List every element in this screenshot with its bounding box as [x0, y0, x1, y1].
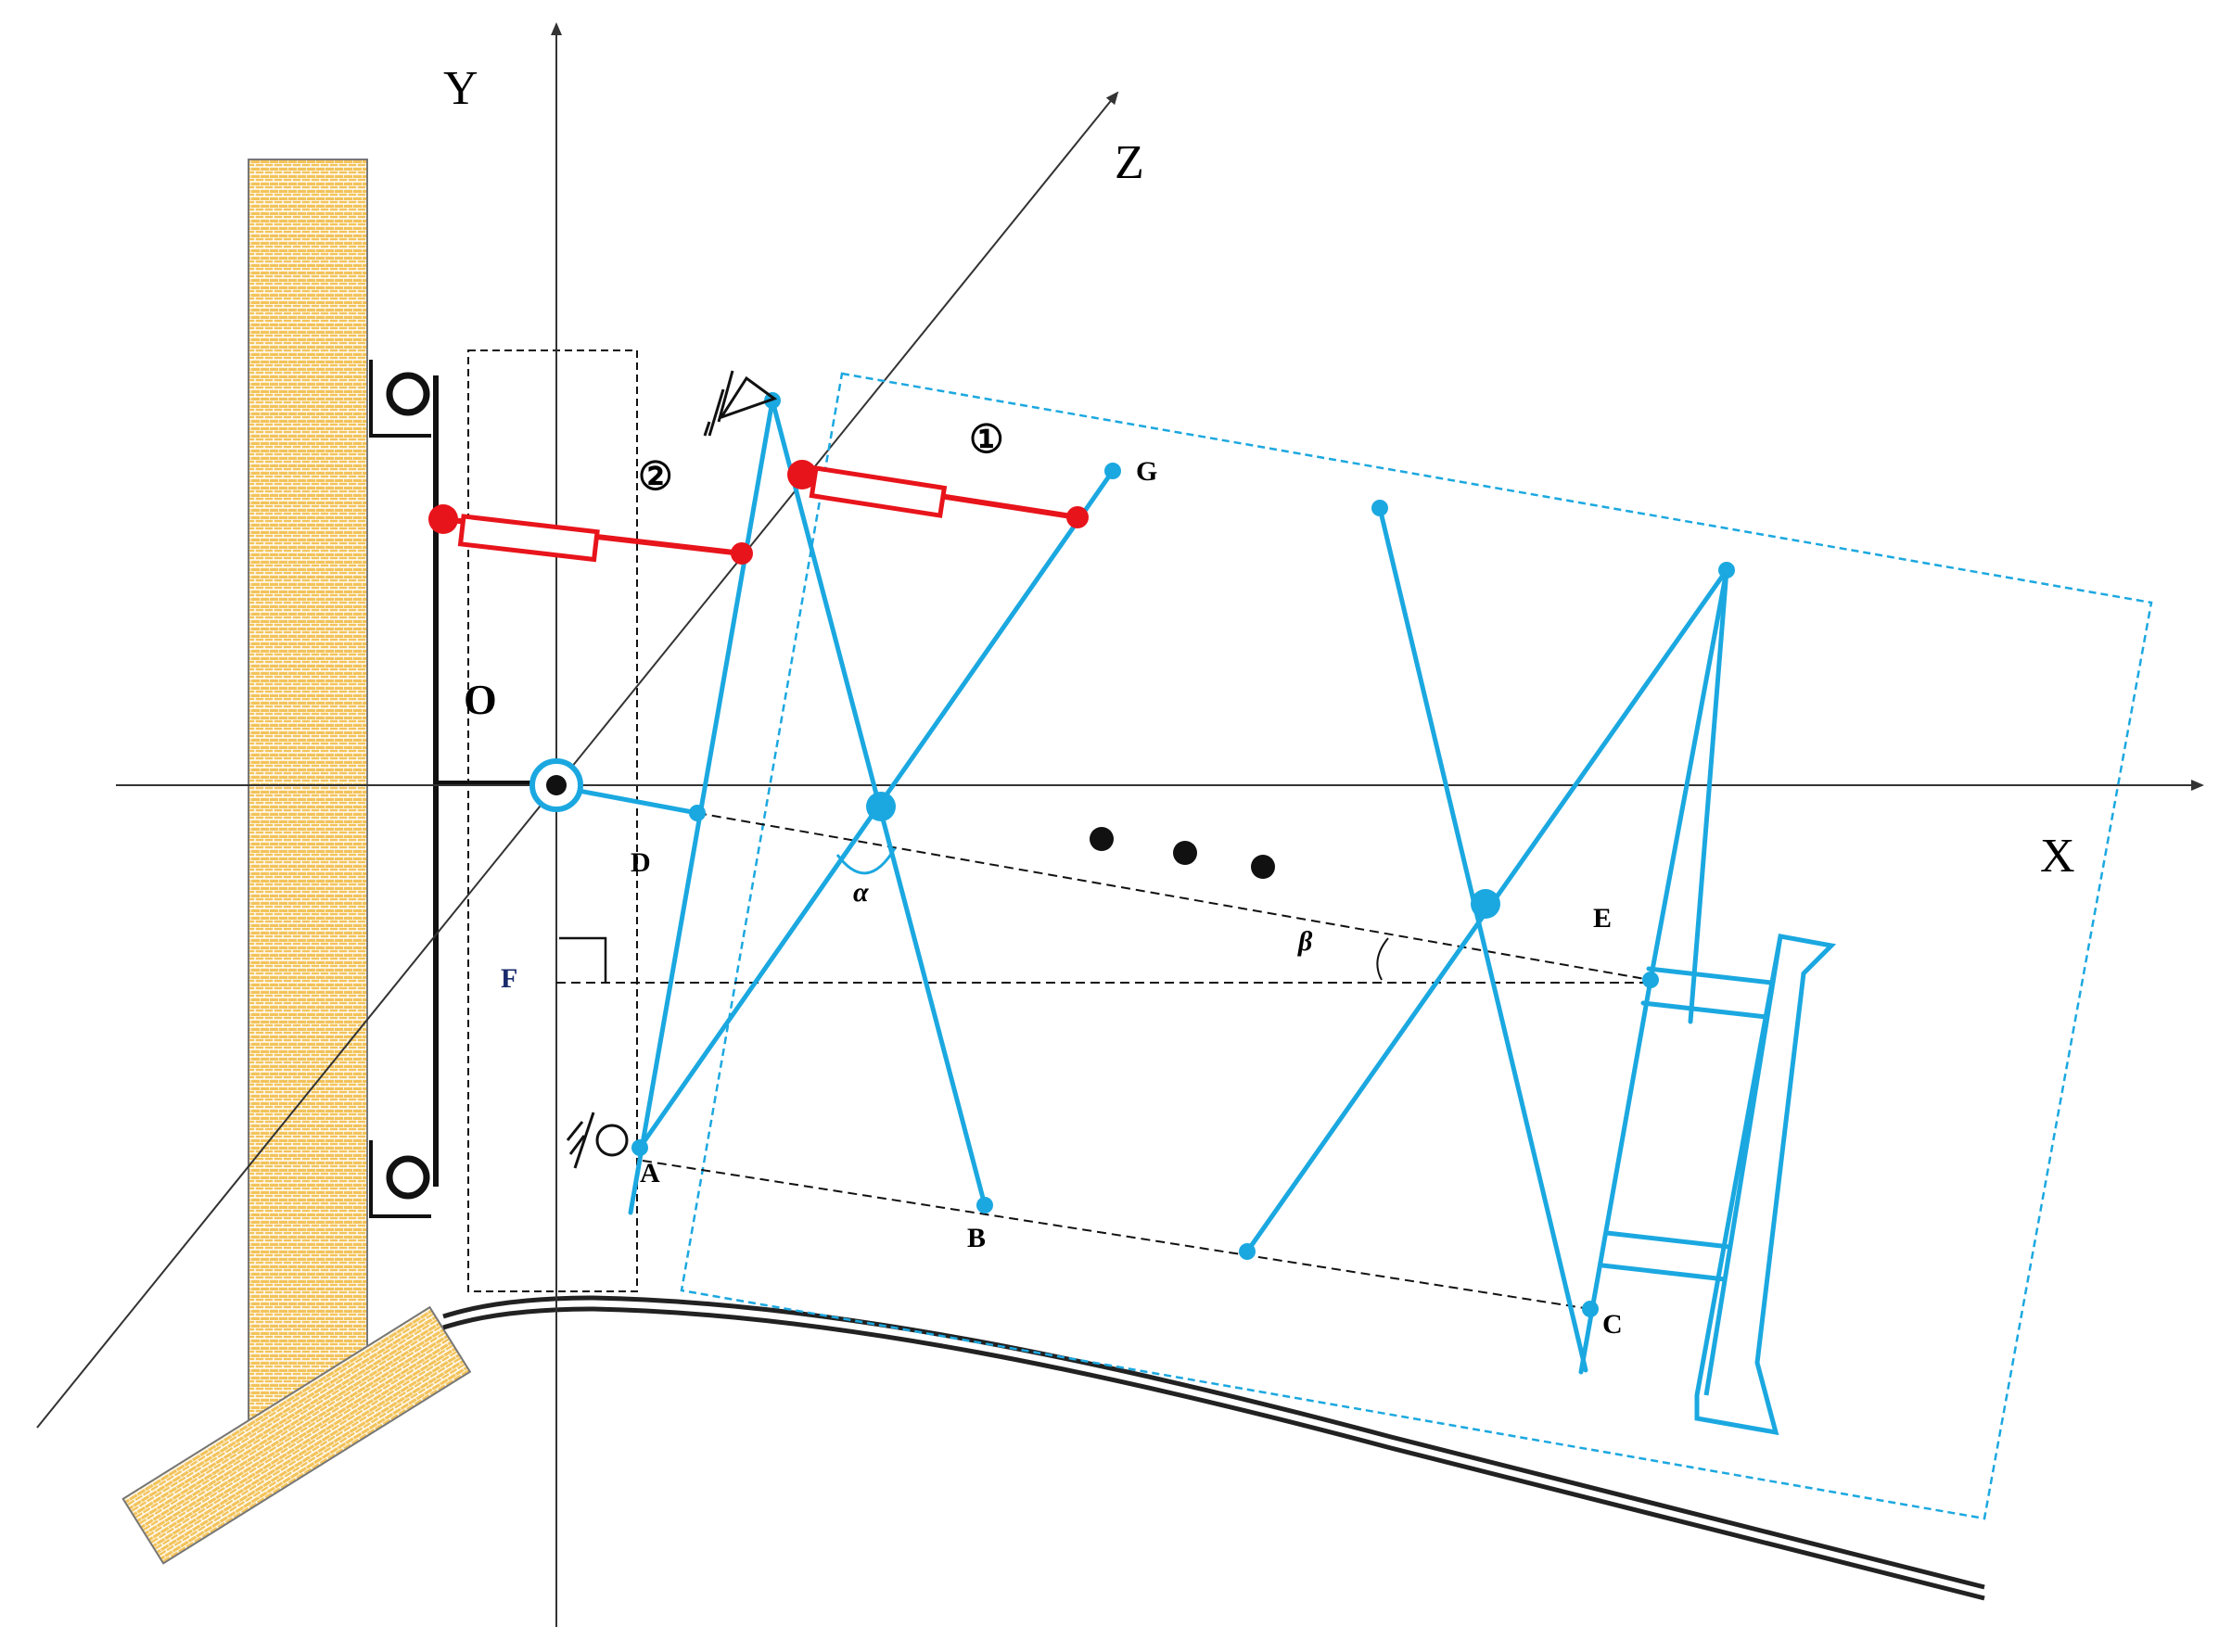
point-b-label: B: [967, 1223, 986, 1253]
point-g-label: G: [1136, 456, 1157, 487]
marker-one: ①: [969, 419, 1004, 462]
ground-rail: [442, 1295, 1985, 1601]
point-a-label: A: [640, 1158, 660, 1188]
roller-top: [369, 360, 431, 438]
roller-bottom: [369, 1140, 431, 1218]
beta-label: β: [1297, 926, 1313, 957]
point-d-label: D: [631, 847, 651, 878]
point-e-label: E: [1593, 903, 1612, 934]
slider-frame: [467, 349, 638, 1292]
wall-column: [248, 159, 368, 1435]
right-angle-mark: [559, 936, 607, 983]
alpha-arc: [835, 847, 897, 875]
marker-two: ②: [638, 456, 673, 499]
reference-lines: [556, 812, 1651, 1310]
hinge-bottom: [566, 1112, 629, 1169]
actuator-one: [787, 460, 1089, 528]
x-axis-label: X: [2040, 830, 2075, 883]
wall-foot: [121, 1305, 472, 1565]
point-f-label: F: [501, 963, 517, 994]
platform-frame: [680, 372, 2153, 1520]
y-axis-label: Y: [443, 62, 478, 115]
ellipsis-dots: [1090, 827, 1275, 879]
beta-arc: [1376, 937, 1389, 981]
origin-pivot: [529, 758, 583, 812]
alpha-label: α: [853, 877, 869, 908]
end-bracket: [1694, 934, 1837, 1436]
z-axis-label: Z: [1115, 136, 1144, 189]
joint-dots: [631, 392, 1735, 1317]
hinge-top: [703, 370, 778, 437]
origin-label: O: [464, 676, 497, 723]
actuator-two: [428, 504, 753, 565]
z-axis: [36, 91, 1119, 1429]
point-c-label: C: [1602, 1309, 1623, 1340]
